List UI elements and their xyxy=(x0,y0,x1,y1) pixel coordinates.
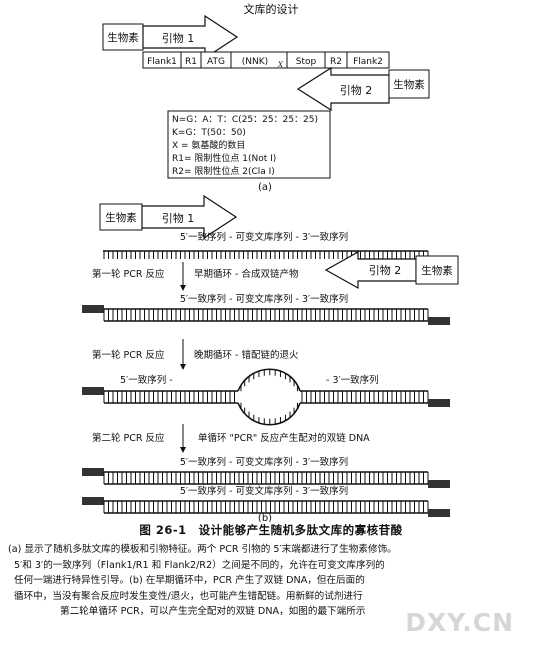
biotin-box-a-left xyxy=(102,23,144,51)
round2-label: 第二轮 PCR 反应 xyxy=(92,432,165,444)
caption-line-5: 第二轮单循环 PCR，可以产生完全配对的双链 DNA，如图的最下端所示 xyxy=(60,606,366,617)
watermark: DXY.CN xyxy=(405,608,514,637)
dna-duplex-paired-2 xyxy=(82,497,450,517)
legend-line-k: K=G：T(50：50) xyxy=(172,128,246,138)
caption-title: 图 26-1 设计能够产生随机多肽文库的寡核苷酸 xyxy=(139,523,403,537)
segment-stop: Stop xyxy=(296,57,317,67)
caption-line-1: (a) 显示了随机多肽文库的模板和引物特征。两个 PCR 引物的 5′末端都进行… xyxy=(8,544,397,555)
primer2-arrow-a xyxy=(296,66,390,112)
figure-diagram: 文库的设计 生物素 引物 1 Flank1 R1 ATG (NNK) X Sto… xyxy=(82,2,459,522)
sequence-label-2: 5′一致序列 - 可变文库序列 - 3′一致序列 xyxy=(180,293,348,305)
sequence-label-4: 5′一致序列 - 可变文库序列 - 3′一致序列 xyxy=(180,485,348,497)
segment-nnk: (NNK) xyxy=(242,57,268,67)
part-b-label: (b) xyxy=(258,513,272,522)
primer2-arrow-b xyxy=(324,250,417,290)
primer1-label-a: 引物 1 xyxy=(162,31,195,45)
biotin-label-b-top: 生物素 xyxy=(105,211,137,224)
legend-line-r2: R2= 限制性位点 2(Cla Ⅰ) xyxy=(172,165,275,177)
biotin-label-a-right: 生物素 xyxy=(393,78,425,91)
legend-line-r1: R1= 限制性位点 1(Not Ⅰ) xyxy=(172,152,276,164)
segment-atg: ATG xyxy=(207,57,225,67)
template-segment-bar xyxy=(142,51,390,69)
step-arrowhead-3 xyxy=(180,447,186,453)
single-cycle-label: 单循环 "PCR" 反应产生配对的双链 DNA xyxy=(198,432,370,444)
late-cycle-label: 晚期循环 - 错配链的退火 xyxy=(194,349,299,361)
legend-box xyxy=(167,110,331,179)
round1-label-late: 第一轮 PCR 反应 xyxy=(92,349,165,361)
sequence-label-3: 5′一致序列 - 可变文库序列 - 3′一致序列 xyxy=(180,456,348,468)
caption-line-4: 循环中，当没有聚合反应时发生变性/退火，也可能产生错配链。用新鲜的试剂进行 xyxy=(14,590,363,602)
caption-line-3: 任何一端进行特异性引导。(b) 在早期循环中，PCR 产生了双链 DNA，但在后… xyxy=(14,575,365,586)
figure-caption: 图 26-1 设计能够产生随机多肽文库的寡核苷酸 (a) 显示了随机多肽文库的模… xyxy=(0,522,542,620)
legend-line-x: X = 氨基酸的数目 xyxy=(172,139,245,151)
biotin-label-a-left: 生物素 xyxy=(107,31,139,44)
segment-flank2: Flank2 xyxy=(353,57,383,67)
dna-strand-template-1 xyxy=(103,250,429,259)
left-consensus-partial: 5′一致序列 - xyxy=(120,374,173,386)
primer1-arrow-a xyxy=(142,14,239,60)
segment-r2: R2 xyxy=(330,57,342,67)
segment-flank1: Flank1 xyxy=(147,57,177,67)
sequence-label-1: 5′一致序列 - 可变文库序列 - 3′一致序列 xyxy=(180,231,348,243)
segment-nnk-subscript: X xyxy=(277,61,284,69)
primer2-label-a: 引物 2 xyxy=(340,83,373,97)
part-a-label: (a) xyxy=(258,182,272,193)
caption-line-2: 5′和 3′的一致序列（Flank1/R1 和 Flank2/R2）之间是不同的… xyxy=(14,559,385,571)
dna-mismatch-bubble xyxy=(82,368,450,426)
biotin-box-b-right xyxy=(415,255,459,285)
primer2-label-b: 引物 2 xyxy=(369,263,402,277)
dna-duplex-early xyxy=(82,305,450,325)
step-arrowhead-2 xyxy=(180,364,186,370)
biotin-box-a-right xyxy=(388,69,430,99)
biotin-label-b-right: 生物素 xyxy=(421,264,453,277)
round1-label-early: 第一轮 PCR 反应 xyxy=(92,268,165,280)
right-consensus-partial: - 3′一致序列 xyxy=(326,374,379,386)
legend-line-n: N=G：A：T：C(25：25：25：25) xyxy=(172,115,318,125)
early-cycle-label: 早期循环 - 合成双链产物 xyxy=(194,268,299,280)
segment-r1: R1 xyxy=(185,57,197,67)
primer1-arrow-b xyxy=(141,194,238,240)
dna-duplex-paired-1 xyxy=(82,468,450,488)
library-design-title: 文库的设计 xyxy=(244,2,299,16)
step-arrowhead-1 xyxy=(180,285,186,291)
primer1-label-b: 引物 1 xyxy=(162,211,195,225)
